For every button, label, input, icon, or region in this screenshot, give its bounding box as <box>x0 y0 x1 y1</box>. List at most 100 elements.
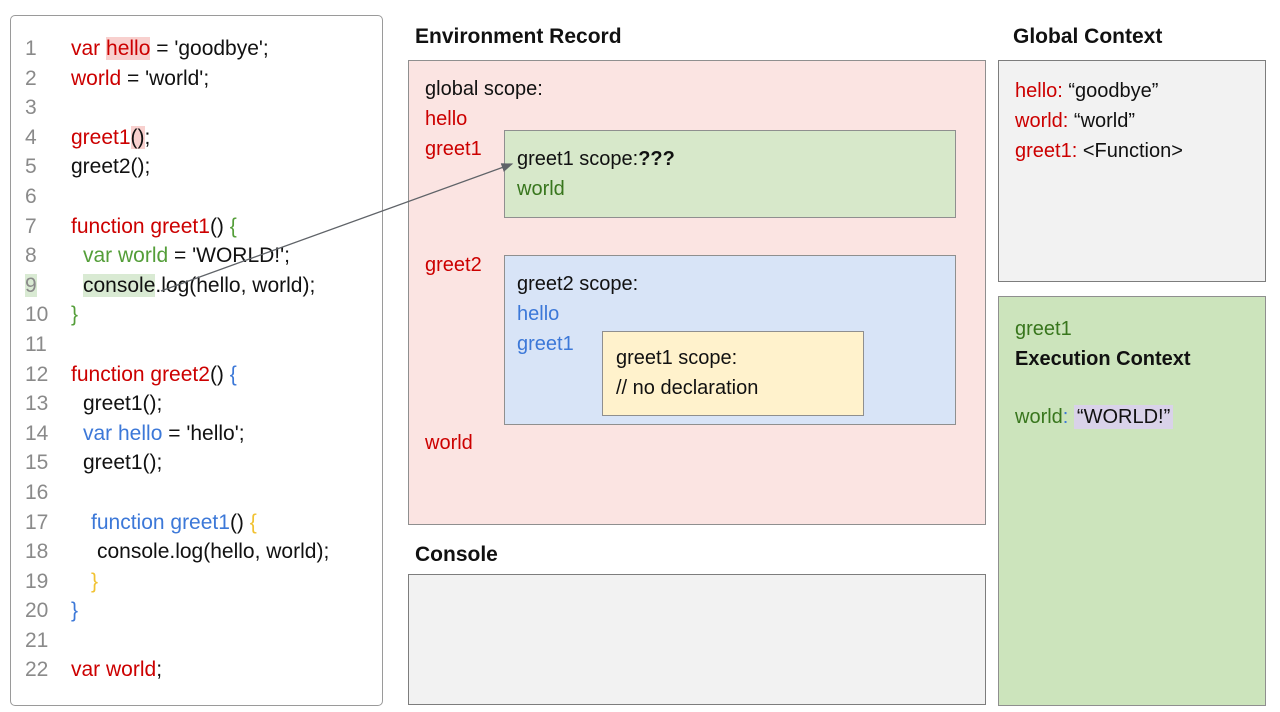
code-line: 6 <box>11 182 382 212</box>
line-number: 5 <box>25 155 37 179</box>
global-context-key: greet1: <box>1015 140 1078 162</box>
code-line: 22 var world; <box>11 655 382 685</box>
code-text: var hello = 'goodbye'; <box>71 37 269 60</box>
code-line: 19} <box>11 567 382 597</box>
global-scope-label: global scope: <box>425 78 543 100</box>
code-line: 7 function greet1() { <box>11 212 382 242</box>
line-number: 21 <box>25 628 49 652</box>
line-number: 9 <box>25 273 37 297</box>
execution-context-title: Execution Context <box>1015 348 1191 370</box>
line-number: 7 <box>25 214 37 238</box>
console-title: Console <box>415 543 498 566</box>
execution-context-fn: greet1 <box>1015 318 1072 340</box>
line-number: 2 <box>25 66 37 90</box>
global-context-title: Global Context <box>1013 25 1163 48</box>
global-context-value: “world” <box>1068 110 1136 132</box>
global-context-entry: world: “world” <box>1015 106 1265 136</box>
code-line: 21 <box>11 626 382 656</box>
nested-greet1-scope-comment: // no declaration <box>616 377 759 399</box>
line-number: 22 <box>25 658 49 682</box>
code-text: function greet1() { <box>91 510 257 534</box>
line-number: 15 <box>25 451 49 475</box>
code-text: } <box>71 303 79 327</box>
code-line: 12 function greet2() { <box>11 360 382 390</box>
global-context-entry: greet1: <Function> <box>1015 136 1265 166</box>
nested-greet1-scope-title: greet1 scope: <box>616 347 738 369</box>
nested-greet1-scope-box: greet1 scope: // no declaration <box>602 331 864 416</box>
global-context-value: <Function> <box>1077 140 1183 162</box>
code-text: greet1(); <box>83 392 163 416</box>
code-line: 4 greet1(); <box>11 123 382 153</box>
environment-record-title: Environment Record <box>415 25 622 48</box>
code-line: 10} <box>11 300 382 330</box>
global-context-key: world: <box>1015 110 1069 132</box>
code-text: var hello = 'hello'; <box>83 421 245 445</box>
execution-context-var-line: world: “WORLD!” <box>1015 402 1265 432</box>
code-text: function greet1() { <box>71 214 237 238</box>
greet2-scope-title: greet2 scope: <box>517 273 639 295</box>
code-text: world = 'world'; <box>71 66 210 90</box>
code-text: var world = 'WORLD!'; <box>83 244 290 268</box>
console-output-box <box>408 574 986 705</box>
code-text: } <box>91 569 99 593</box>
global-context-value: “goodbye” <box>1062 80 1159 102</box>
code-line: 20} <box>11 596 382 626</box>
greet1-scope-var: world <box>517 178 565 200</box>
execution-context-box: greet1 Execution Context world: “WORLD!” <box>998 296 1266 706</box>
greet1-scope-content: greet1 scope:??? world <box>505 131 955 204</box>
code-line: 3 <box>11 93 382 123</box>
global-scope-var: hello <box>425 108 468 130</box>
code-text: var world; <box>71 658 163 682</box>
execution-context-var-value: “WORLD!” <box>1073 405 1174 429</box>
line-number: 14 <box>25 421 49 445</box>
global-context-box: hello: “goodbye”world: “world”greet1: <F… <box>998 60 1266 282</box>
execution-context-colon: : <box>1062 406 1069 428</box>
line-number: 10 <box>25 303 49 327</box>
line-number: 17 <box>25 510 49 534</box>
code-line: 16 <box>11 478 382 508</box>
code-line: 18 console.log(hello, world); <box>11 537 382 567</box>
global-context-entry: hello: “goodbye” <box>1015 76 1265 106</box>
code-line: 8 var world = 'WORLD!'; <box>11 241 382 271</box>
code-text: console.log(hello, world); <box>83 273 316 297</box>
greet1-scope-title: greet1 scope: <box>517 148 639 170</box>
greet1-scope-question: ??? <box>638 148 675 170</box>
line-number: 3 <box>25 96 37 120</box>
code-line: 14 var hello = 'hello'; <box>11 419 382 449</box>
code-line: 5 greet2(); <box>11 152 382 182</box>
global-scope-box: global scope: hello greet1 greet2 world g… <box>408 60 986 525</box>
line-number: 16 <box>25 480 49 504</box>
line-number: 18 <box>25 540 49 564</box>
global-scope-vars: hello greet1 <box>425 104 543 164</box>
code-line: 2 world = 'world'; <box>11 64 382 94</box>
code-text: } <box>71 599 79 623</box>
code-text: greet1(); <box>71 125 151 149</box>
line-number: 12 <box>25 362 49 386</box>
nested-greet1-scope-content: greet1 scope: // no declaration <box>603 332 863 403</box>
code-line: 13 greet1(); <box>11 389 382 419</box>
line-number: 19 <box>25 569 49 593</box>
global-var-greet2: greet2 <box>425 254 482 276</box>
greet1-scope-title-line: greet1 scope:??? <box>517 144 955 174</box>
greet2-scope-var: greet1 <box>517 333 574 355</box>
line-number: 11 <box>25 332 47 356</box>
line-number: 8 <box>25 244 37 268</box>
code-text: function greet2() { <box>71 362 237 386</box>
code-text: greet2(); <box>71 155 151 179</box>
global-scope-header: global scope: hello greet1 <box>425 74 543 164</box>
code-line: 17 function greet1() { <box>11 508 382 538</box>
greet1-scope-box: greet1 scope:??? world <box>504 130 956 218</box>
code-line: 9 console.log(hello, world); <box>11 271 382 301</box>
line-number: 6 <box>25 184 37 208</box>
global-scope-var: greet1 <box>425 138 482 160</box>
code-text: console.log(hello, world); <box>97 540 330 564</box>
line-number: 13 <box>25 392 49 416</box>
line-number: 4 <box>25 125 37 149</box>
